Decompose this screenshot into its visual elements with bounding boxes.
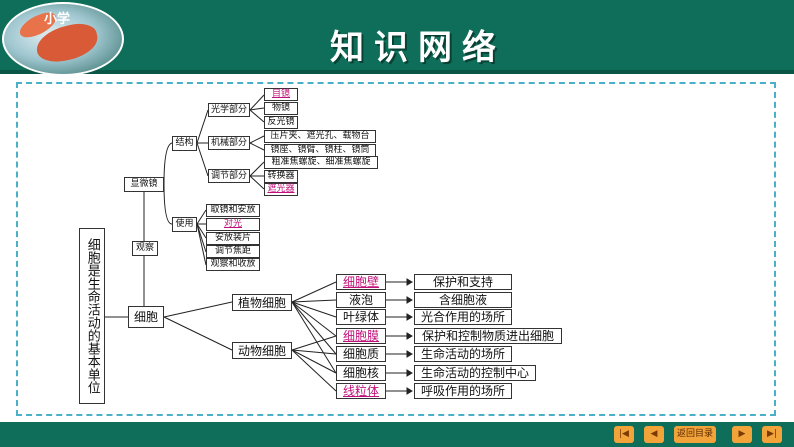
structure-node: 结构 <box>172 136 197 151</box>
next-page-icon[interactable]: ▶ <box>732 426 752 443</box>
cell-node: 细胞 <box>128 306 164 328</box>
function-cell-wall: 保护和支持 <box>414 274 512 290</box>
use-step-1: 取镜和安放 <box>206 204 260 217</box>
observe-node: 观察 <box>132 241 158 256</box>
use-step-5: 观察和收放 <box>206 258 260 271</box>
header-stripe <box>0 70 794 74</box>
root-topic: 细胞是生命活动的基本单位 <box>79 228 105 404</box>
logo-image: 小学 <box>2 2 124 76</box>
function-mitochondria: 呼吸作用的场所 <box>414 383 512 399</box>
return-menu-button[interactable]: 返回目录 <box>674 426 716 443</box>
microscope-node: 显微镜 <box>124 177 164 192</box>
mechanical-item-1: 压片夹、遮光孔、载物台 <box>264 130 376 143</box>
use-step-2: 对光 <box>206 218 260 231</box>
mirror-node: 反光镜 <box>264 116 298 129</box>
mitochondria-node: 线粒体 <box>336 383 386 399</box>
vacuole-node: 液泡 <box>336 292 386 308</box>
use-node: 使用 <box>172 217 197 232</box>
header-bar: 小学 知识网络 <box>0 0 794 76</box>
diaphragm-node: 遮光器 <box>264 183 298 196</box>
footer-bar: |◀ ◀ 返回目录 ▶ ▶| <box>0 422 794 447</box>
first-page-icon[interactable]: |◀ <box>614 426 634 443</box>
nosepiece-node: 转换器 <box>264 170 298 183</box>
function-chloroplast: 光合作用的场所 <box>414 309 512 325</box>
use-step-4: 调节焦距 <box>206 245 260 258</box>
use-step-3: 安放装片 <box>206 232 260 245</box>
cell-membrane-node: 细胞膜 <box>336 328 386 344</box>
page-title: 知识网络 <box>330 28 506 68</box>
nucleus-node: 细胞核 <box>336 365 386 381</box>
adjusting-part-node: 调节部分 <box>208 169 250 183</box>
function-nucleus: 生命活动的控制中心 <box>414 365 536 381</box>
prev-page-icon[interactable]: ◀ <box>644 426 664 443</box>
cytoplasm-node: 细胞质 <box>336 346 386 362</box>
function-vacuole: 含细胞液 <box>414 292 512 308</box>
diagram-frame <box>16 82 776 416</box>
eyepiece-node: 目镜 <box>264 88 298 101</box>
optical-part-node: 光学部分 <box>208 103 250 117</box>
focus-knob-node: 粗准焦螺旋、细准焦螺旋 <box>264 156 378 169</box>
function-cytoplasm: 生命活动的场所 <box>414 346 512 362</box>
objective-node: 物镜 <box>264 102 298 115</box>
cell-wall-node: 细胞壁 <box>336 274 386 290</box>
function-cell-membrane: 保护和控制物质进出细胞 <box>414 328 562 344</box>
plant-cell-node: 植物细胞 <box>232 294 292 311</box>
logo-text: 小学 <box>44 12 71 27</box>
mechanical-part-node: 机械部分 <box>208 136 250 150</box>
animal-cell-node: 动物细胞 <box>232 342 292 359</box>
last-page-icon[interactable]: ▶| <box>762 426 782 443</box>
chloroplast-node: 叶绿体 <box>336 309 386 325</box>
